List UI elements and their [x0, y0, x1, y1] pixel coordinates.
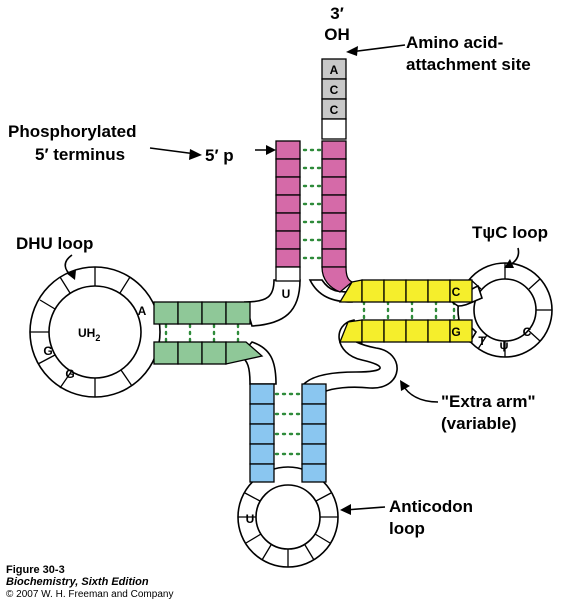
base-dhu-g2: G — [65, 367, 74, 381]
anticodon-loop-shape — [237, 466, 339, 568]
acceptor-stem-3prime — [321, 58, 354, 293]
label-phosphorylated-line2: 5′ terminus — [35, 145, 125, 164]
anticodon-stem-right — [301, 383, 327, 483]
label-amino-acid-line2: attachment site — [406, 55, 531, 74]
base-uh2: UH2 — [78, 326, 100, 343]
arrows — [64, 44, 520, 515]
tpsic-stem-bottom — [339, 319, 473, 343]
tpsic-stem-top — [338, 279, 473, 303]
base-dhu-g1: G — [43, 344, 52, 358]
acceptor-stem-5prime — [275, 140, 301, 282]
caption-copyright: © 2007 W. H. Freeman and Company — [6, 589, 173, 600]
caption-book: Biochemistry, Sixth Edition — [6, 576, 149, 588]
label-amino-acid-line1: Amino acid- — [406, 33, 503, 52]
label-anticodon-line2: loop — [389, 519, 425, 538]
label-extra-arm-line2: (variable) — [441, 414, 517, 433]
base-tpsic-c-loop: C — [523, 325, 532, 339]
base-acc-a: A — [330, 63, 339, 77]
base-acc-c2: C — [330, 103, 339, 117]
anticodon-stem-left — [249, 383, 275, 483]
base-tpsic-g: G — [451, 325, 460, 339]
label-3prime: 3′ — [330, 4, 344, 23]
dhu-loop-shape — [29, 266, 161, 398]
label-dhu-loop: DHU loop — [16, 234, 93, 253]
base-anticodon-u: U — [246, 512, 255, 526]
label-5prime-p: 5′ p — [205, 146, 234, 165]
label-oh: OH — [324, 25, 350, 44]
label-tpsic-loop: TψC loop — [472, 223, 548, 242]
caption-figure: Figure 30-3 — [6, 564, 65, 576]
base-tpsic-psi: ψ — [499, 338, 508, 352]
label-extra-arm-line1: "Extra arm" — [441, 392, 536, 411]
base-dhu-a: A — [138, 304, 147, 318]
base-acc-c1: C — [330, 83, 339, 97]
base-tpsic-c-top: C — [452, 285, 461, 299]
dhu-stem-bottom — [153, 341, 264, 365]
label-phosphorylated-line1: Phosphorylated — [8, 122, 136, 141]
label-anticodon-line1: Anticodon — [389, 497, 473, 516]
dhu-stem-top — [153, 301, 251, 325]
base-tpsic-t: T — [478, 334, 486, 348]
base-junction-u: U — [282, 287, 291, 301]
